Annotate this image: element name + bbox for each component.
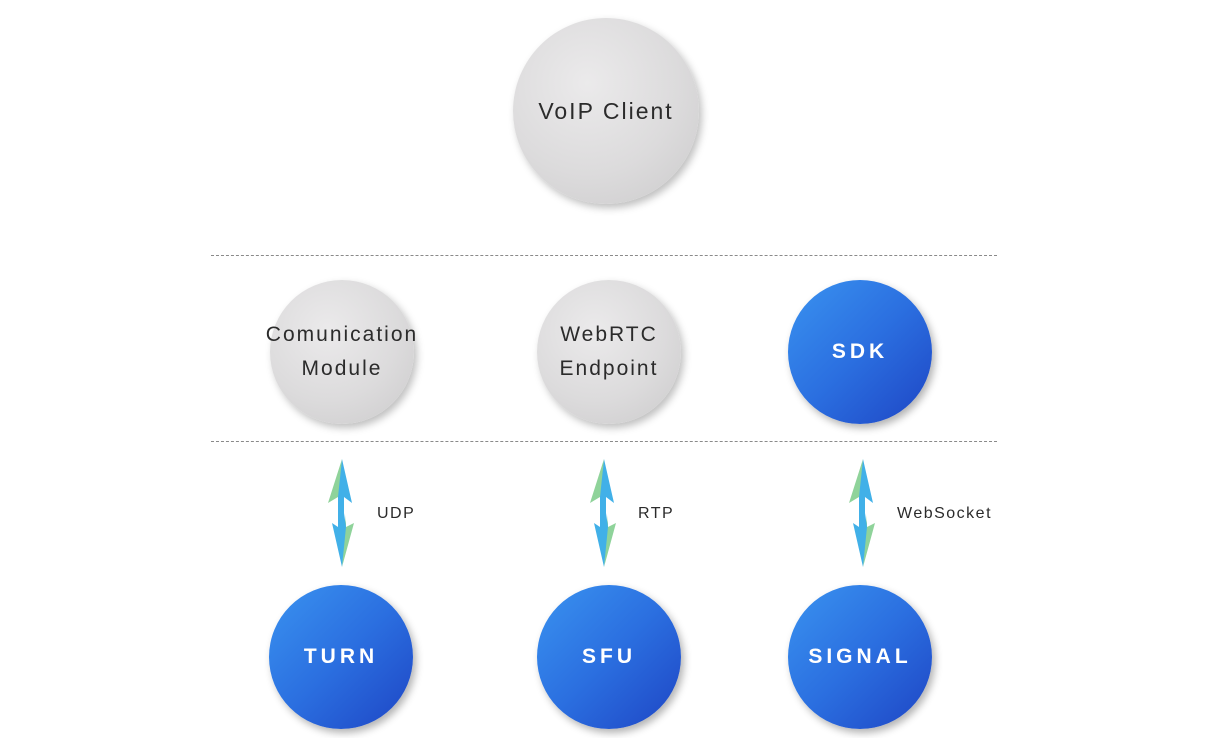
signal-node: SIGNAL <box>788 585 932 729</box>
voip-client-label: VoIP Client <box>538 97 674 124</box>
signal-label: SIGNAL <box>808 645 912 668</box>
communication-module-label-line1: Comunication <box>265 323 419 347</box>
sfu-label: SFU <box>582 645 636 668</box>
webrtc-endpoint-node: WebRTC Endpoint <box>537 280 681 424</box>
divider-bottom <box>211 441 997 442</box>
turn-label: TURN <box>303 645 379 668</box>
sdk-label: SDK <box>831 340 889 363</box>
turn-node: TURN <box>269 585 413 729</box>
webrtc-endpoint-label-line1: WebRTC <box>560 323 658 347</box>
protocol-label-rtp: RTP <box>638 505 675 522</box>
sdk-node: SDK <box>788 280 932 424</box>
communication-module-label-line2: Module <box>301 357 383 380</box>
voip-client-node: VoIP Client <box>513 18 699 204</box>
protocol-label-udp: UDP <box>377 505 416 522</box>
bidirectional-arrow-icon <box>590 459 616 567</box>
bidirectional-arrow-icon <box>849 459 875 567</box>
webrtc-endpoint-label-line2: Endpoint <box>559 357 659 380</box>
bidirectional-arrow-icon <box>328 459 354 567</box>
communication-module-node: Comunication Module <box>266 280 416 424</box>
divider-top <box>211 255 997 256</box>
protocol-label-websocket: WebSocket <box>897 505 993 522</box>
sfu-node: SFU <box>537 585 681 729</box>
